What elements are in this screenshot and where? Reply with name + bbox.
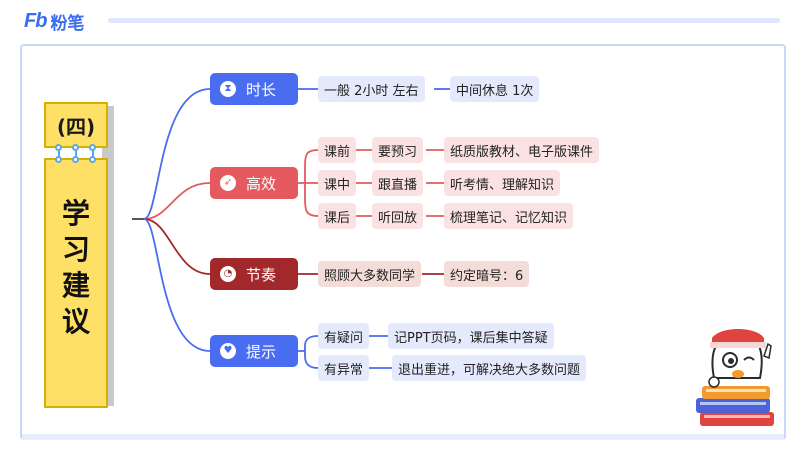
efficiency-action: 要预习	[372, 137, 424, 163]
duration-break: 中间休息 1次	[450, 76, 540, 102]
branch-rhythm: ◔ 节奏	[210, 258, 298, 290]
branch-duration-label: 时长	[246, 80, 277, 99]
title-char: 建	[61, 269, 90, 302]
tips-case: 有异常	[318, 355, 370, 381]
logo-mark: Fb	[24, 9, 47, 32]
binding-ring	[55, 156, 62, 163]
binding-line	[75, 146, 77, 160]
notebook-body	[44, 158, 108, 408]
efficiency-detail: 听考情、理解知识	[444, 170, 561, 196]
connector-tips-l2	[368, 335, 392, 369]
efficiency-stage: 课中	[318, 170, 357, 196]
heart-icon: ♥	[220, 343, 236, 359]
tips-advice: 记PPT页码，课后集中答疑	[388, 323, 554, 349]
efficiency-stage: 课前	[318, 137, 357, 163]
efficiency-stage: 课后	[318, 203, 357, 229]
tips-case: 有疑问	[318, 323, 370, 349]
connector-tips	[143, 218, 211, 352]
title-char: 习	[61, 233, 90, 266]
binding-ring	[72, 144, 79, 151]
connector-duration	[143, 88, 211, 220]
branch-duration: ⧗ 时长	[210, 73, 298, 105]
efficiency-detail: 纸质版教材、电子版课件	[444, 137, 600, 163]
connector-rhythm	[143, 218, 211, 275]
efficiency-action: 听回放	[372, 203, 424, 229]
rhythm-majority: 照顾大多数同学	[318, 261, 422, 287]
binding-ring	[55, 144, 62, 151]
branch-tips: ♥ 提示	[210, 335, 298, 367]
fenbi-logo: Fb 粉笔	[24, 8, 84, 34]
mascot-illustration	[696, 329, 774, 426]
branch-efficiency-label: 高效	[246, 174, 277, 193]
binding-ring	[89, 144, 96, 151]
hourglass-icon: ⧗	[220, 81, 236, 97]
branch-tips-label: 提示	[246, 342, 277, 361]
binding-line	[58, 146, 60, 160]
tips-advice: 退出重进，可解决绝大多数问题	[392, 355, 587, 381]
rocket-icon: ➶	[220, 175, 236, 191]
header-divider	[108, 18, 780, 23]
notebook-title-text: 学 习 建 议	[44, 196, 108, 340]
rhythm-signal: 约定暗号：6	[444, 261, 530, 287]
notebook-title: (四) 学 习 建 议	[44, 102, 114, 408]
efficiency-detail: 梳理笔记、记忆知识	[444, 203, 574, 229]
binding-line	[92, 146, 94, 160]
binding-ring	[89, 156, 96, 163]
branch-rhythm-label: 节奏	[246, 265, 277, 284]
duration-length: 一般 2小时 左右	[318, 76, 425, 102]
connector-efficiency	[143, 182, 211, 220]
connector-efficiency-bracket	[298, 149, 319, 217]
efficiency-action: 跟直播	[372, 170, 424, 196]
branch-efficiency: ➶ 高效	[210, 167, 298, 199]
logo-text: 粉笔	[50, 13, 85, 34]
connector-efficiency-l2	[356, 149, 372, 217]
connector-tips-bracket	[298, 335, 319, 369]
connector-efficiency-l3	[426, 149, 444, 217]
frame-shadow	[22, 434, 784, 440]
clock-icon: ◔	[220, 266, 236, 282]
title-char: 学	[61, 197, 90, 230]
title-char: 议	[61, 305, 90, 338]
binding-ring	[72, 156, 79, 163]
